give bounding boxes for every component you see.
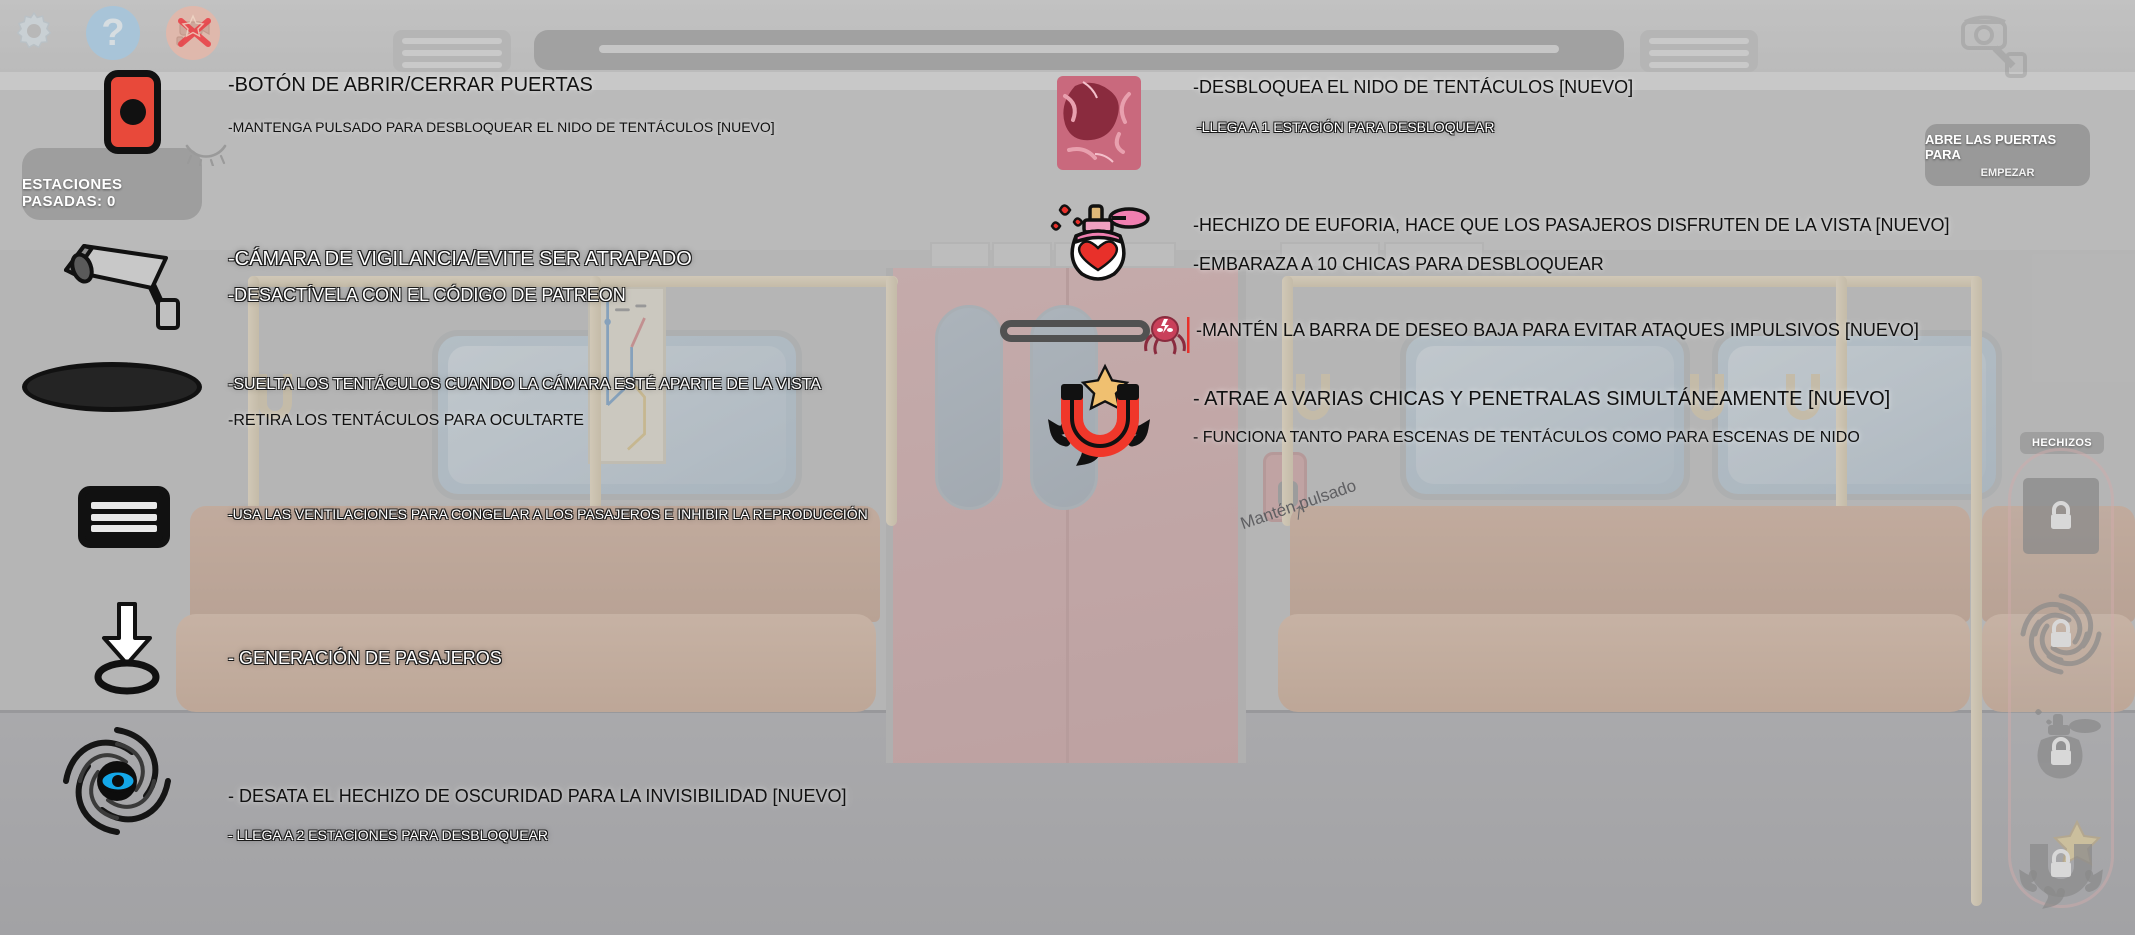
tutorial-label: -HECHIZO DE EUFORIA, HACE QUE LOS PASAJE… [1193, 215, 1950, 235]
passenger-spawn-icon [94, 602, 160, 695]
start-button-line2: EMPEZAR [1980, 166, 2035, 179]
security-camera-icon [64, 244, 180, 330]
magnet-attract-icon [1047, 363, 1151, 466]
tutorial-label: -MANTÉN LA BARRA DE DESEO BAJA PARA EVIT… [1196, 320, 1919, 340]
handrail-post [1282, 276, 1293, 526]
handrail-post [590, 276, 601, 526]
tutorial-label: - DESATA EL HECHIZO DE OSCURIDAD PARA LA… [228, 786, 847, 806]
euphoria-perfume-icon [1050, 204, 1150, 281]
stations-passed-label: ESTACIONES PASADAS: 0 [22, 176, 123, 210]
door-window-left [935, 305, 1003, 510]
start-button-line1: ABRE LAS PUERTAS PARA [1925, 131, 2057, 162]
start-game-button[interactable]: ABRE LAS PUERTAS PARA EMPEZAR [1925, 124, 2090, 186]
lock-icon [2051, 737, 2071, 765]
spell-slot-magnet[interactable] [2015, 818, 2107, 910]
stations-passed-badge: ESTACIONES PASADAS: 0 [22, 148, 202, 220]
hand-strap [258, 374, 292, 420]
desire-octopus-icon [1144, 316, 1190, 355]
handrail [1282, 276, 1982, 287]
gear-glyph [16, 11, 52, 49]
train-window [1400, 330, 1690, 500]
camera-disabled-button[interactable] [159, 0, 227, 67]
ad-panel [930, 242, 990, 268]
red-door-button-icon [119, 99, 146, 125]
tutorial-label: -CÁMARA DE VIGILANCIA/EVITE SER ATRAPADO [228, 248, 692, 270]
ad-panel [1280, 242, 1380, 268]
tutorial-label: -SUELTA LOS TENTÁCULOS CUANDO LA CÁMARA … [228, 376, 822, 393]
tutorial-label: - ATRAE A VARIAS CHICAS Y PENETRALAS SIM… [1193, 388, 1891, 410]
ad-panel [1384, 242, 1484, 268]
ceiling-vent-right [1640, 30, 1758, 72]
ad-panel [1116, 242, 1176, 268]
darkness-spell-icon [63, 727, 171, 835]
tutorial-label: -DESACTÍVELA CON EL CÓDIGO DE PATREON [228, 285, 626, 305]
tutorial-label: - GENERACIÓN DE PASAJEROS [228, 648, 502, 668]
handrail-post [1836, 276, 1847, 526]
tentacle-hole-icon [22, 362, 202, 412]
lock-icon [2051, 619, 2071, 647]
ceiling-light-bar [534, 30, 1624, 70]
camera-disabled-icon [176, 14, 211, 47]
tutorial-label: -RETIRA LOS TENTÁCULOS PARA OCULTARTE [228, 412, 584, 429]
train-seat [1290, 506, 1970, 622]
tutorial-label: -MANTENGA PULSADO PARA DESBLOQUEAR EL NI… [228, 119, 775, 135]
gear-icon[interactable] [1, 0, 67, 65]
spell-slot-euphoria[interactable] [2015, 706, 2107, 798]
closed-eye-icon [185, 144, 227, 166]
tutorial-label: -USA LAS VENTILACIONES PARA CONGELAR A L… [228, 506, 868, 522]
spells-panel-label: HECHIZOS [2020, 432, 2104, 454]
help-button[interactable]: ? [79, 0, 147, 67]
spells-label-text: HECHIZOS [2031, 437, 2093, 449]
door-frame-right [1238, 268, 1246, 763]
train-seat [190, 506, 880, 622]
tutorial-label: -DESBLOQUEA EL NIDO DE TENTÁCULOS [NUEVO… [1193, 77, 1634, 97]
tutorial-label: - LLEGA A 2 ESTACIONES PARA DESBLOQUEAR [228, 827, 549, 843]
tutorial-label: -LLEGA A 1 ESTACIÓN PARA DESBLOQUEAR [1197, 119, 1495, 135]
tutorial-label: -BOTÓN DE ABRIR/CERRAR PUERTAS [228, 74, 593, 96]
ventilation-icon [78, 486, 170, 548]
tutorial-label: - FUNCIONA TANTO PARA ESCENAS DE TENTÁCU… [1193, 429, 1860, 446]
tutorial-label: -EMBARAZA A 10 CHICAS PARA DESBLOQUEAR [1193, 254, 1604, 274]
ceiling-vent-left [393, 30, 511, 72]
handrail-post [886, 276, 897, 526]
handrail [248, 276, 898, 287]
lock-icon [2051, 849, 2071, 877]
question-mark-icon: ? [101, 12, 125, 54]
hand-strap [1786, 374, 1820, 420]
hand-strap [1296, 374, 1330, 420]
hand-strap [1690, 374, 1724, 420]
ad-panel [992, 242, 1052, 268]
train-seat-cushion [176, 614, 876, 712]
darkness-spell-locked-icon [2020, 593, 2102, 675]
subway-map-poster [588, 286, 666, 464]
spell-slot-nest[interactable] [2015, 470, 2107, 562]
hold-hint-arrow: ↑ [1291, 497, 1307, 526]
spell-slot-darkness[interactable] [2015, 588, 2107, 680]
handrail-post [1971, 276, 1982, 906]
door-handle[interactable] [1000, 320, 1150, 342]
tentacle-nest-icon [1057, 76, 1141, 170]
door-open-close-button[interactable] [104, 70, 161, 154]
lock-icon [2051, 501, 2071, 529]
train-seat-cushion [1278, 614, 1970, 712]
security-camera-icon [1961, 15, 2027, 78]
handrail-post [248, 276, 259, 526]
